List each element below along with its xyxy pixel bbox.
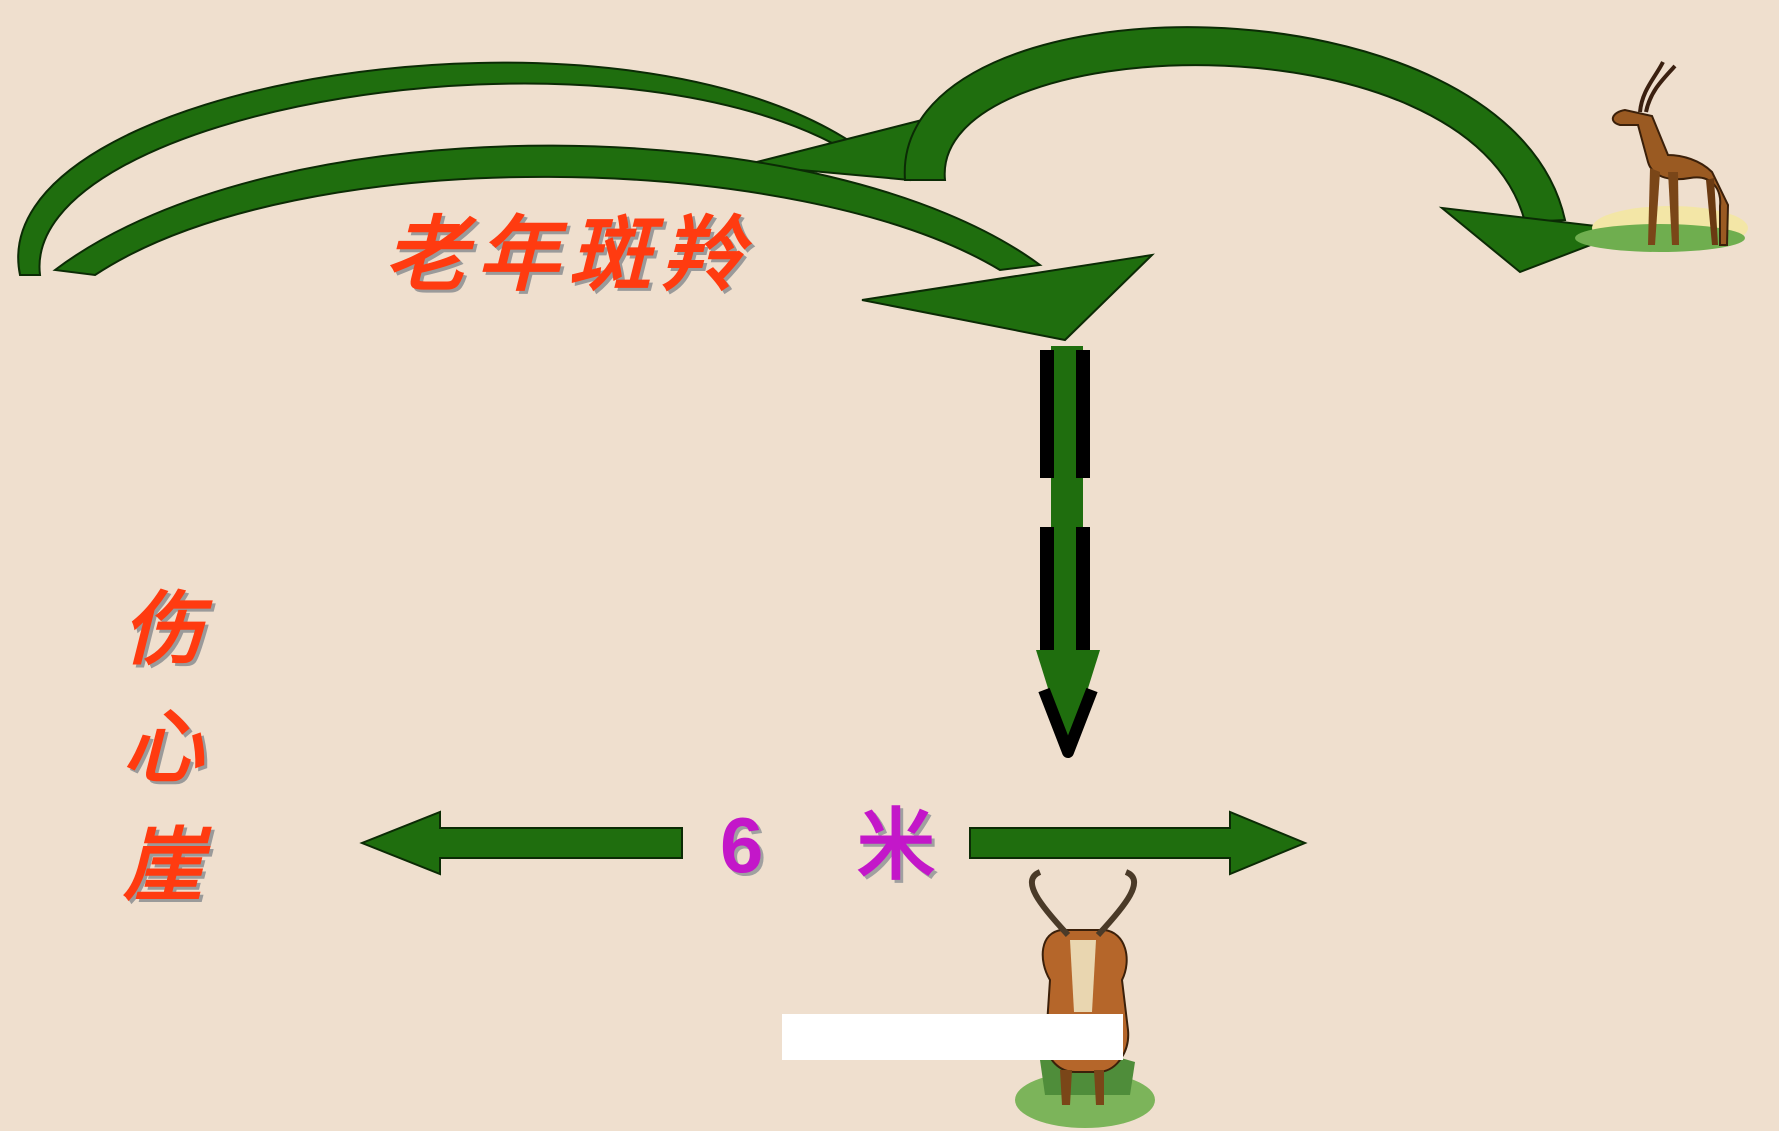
jump-arc-inner xyxy=(52,144,1043,277)
right-arrow xyxy=(969,810,1308,876)
old-antelope-label: 老年斑羚 xyxy=(385,207,753,303)
antelope-front-icon xyxy=(1015,869,1155,1128)
arc-arrowhead-down xyxy=(861,253,1155,342)
distance-label: 6 米 xyxy=(720,801,972,889)
left-arrow xyxy=(359,810,683,876)
antelope-standing-icon xyxy=(1575,61,1748,252)
white-placeholder-box xyxy=(782,1014,1123,1060)
vertical-arrowhead xyxy=(1036,650,1100,752)
arc-arrowhead-right xyxy=(1438,206,1631,274)
cliff-name-label: 伤心崖 xyxy=(123,582,203,912)
jump-arc-right xyxy=(903,26,1567,224)
